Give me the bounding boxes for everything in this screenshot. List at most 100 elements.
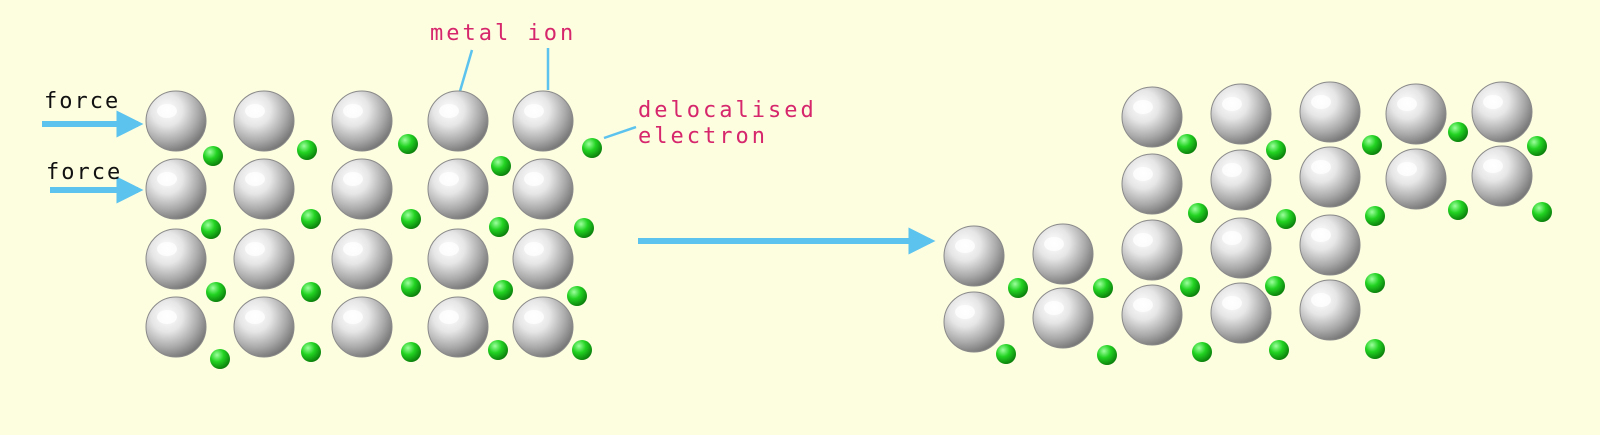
metal-ion-highlight — [157, 242, 177, 256]
metal-ion-highlight — [524, 242, 544, 256]
delocalised-label: delocalised — [638, 98, 817, 123]
metal-ion — [427, 228, 489, 290]
delocalised-electron — [1093, 278, 1113, 298]
metal-ion-highlight — [1311, 95, 1331, 109]
delocalised-electron — [401, 342, 421, 362]
delocalised-electron — [1266, 140, 1286, 160]
delocalised-electron — [582, 138, 602, 158]
metal-ion-highlight — [1483, 159, 1503, 173]
delocalised-electron — [1097, 345, 1117, 365]
metal-ion-highlight — [157, 310, 177, 324]
metal-ion-highlight — [1133, 233, 1153, 247]
lattice-after — [943, 81, 1552, 365]
metal-ion — [1210, 282, 1272, 344]
delocalised-electron — [206, 282, 226, 302]
delocalised-electron — [1448, 200, 1468, 220]
delocalised-electron — [1448, 122, 1468, 142]
delocalised-electron — [1188, 203, 1208, 223]
metal-ion-highlight — [1222, 296, 1242, 310]
metal-ion — [512, 228, 574, 290]
delocalised-electron — [567, 286, 587, 306]
delocalised-electron — [201, 219, 221, 239]
force-label-bottom: force — [46, 160, 122, 185]
delocalised-electron — [301, 209, 321, 229]
force-label-top: force — [44, 89, 120, 114]
delocalised-electron — [572, 340, 592, 360]
metal-ion — [1121, 153, 1183, 215]
electron-pointer — [603, 125, 637, 140]
metal-ion-highlight — [1311, 293, 1331, 307]
delocalised-electron — [1527, 136, 1547, 156]
metal-ion-highlight — [157, 104, 177, 118]
delocalised-electron — [210, 349, 230, 369]
delocalised-electron — [1365, 339, 1385, 359]
metal-ion — [1210, 149, 1272, 211]
metal-ion-highlight — [1222, 231, 1242, 245]
metal-ion — [427, 158, 489, 220]
metal-ion-highlight — [1133, 167, 1153, 181]
metal-ion — [233, 158, 295, 220]
delocalised-electron — [398, 134, 418, 154]
metal-ion-highlight — [245, 242, 265, 256]
metal-ion-highlight — [439, 104, 459, 118]
metal-ion — [1385, 83, 1447, 145]
metal-ion-highlight — [955, 305, 975, 319]
delocalised-electron — [1180, 277, 1200, 297]
metal-ion — [427, 90, 489, 152]
metal-ion-highlight — [245, 172, 265, 186]
metal-ion-highlight — [439, 310, 459, 324]
metal-ion — [145, 296, 207, 358]
metal-ion — [943, 225, 1005, 287]
electron-label: electron — [638, 124, 768, 149]
delocalised-electron — [489, 217, 509, 237]
delocalised-electron — [1269, 340, 1289, 360]
delocalised-electron — [996, 344, 1016, 364]
metal-ion-highlight — [245, 310, 265, 324]
delocalised-electron — [401, 277, 421, 297]
metal-ion-highlight — [524, 172, 544, 186]
metal-ion-highlight — [1222, 97, 1242, 111]
metal-ion-label: metal ion — [430, 21, 576, 46]
metal-ion — [1299, 146, 1361, 208]
metal-ion — [1299, 279, 1361, 341]
metal-ion — [1385, 148, 1447, 210]
delocalised-electron — [1276, 209, 1296, 229]
metal-ion — [512, 296, 574, 358]
metal-ion — [145, 228, 207, 290]
delocalised-electron — [1192, 342, 1212, 362]
metal-ion-highlight — [1133, 298, 1153, 312]
delocalised-electron — [1265, 276, 1285, 296]
metal-ion-highlight — [343, 310, 363, 324]
delocalised-electron — [1365, 206, 1385, 226]
delocalised-electron — [1362, 135, 1382, 155]
metal-ion-highlight — [157, 172, 177, 186]
delocalised-electron — [301, 342, 321, 362]
metal-ion — [1121, 284, 1183, 346]
metal-ion-highlight — [245, 104, 265, 118]
delocalised-electron — [301, 282, 321, 302]
delocalised-electron — [297, 140, 317, 160]
metal-ion — [512, 158, 574, 220]
metal-ion — [1121, 86, 1183, 148]
metal-ion — [1032, 287, 1094, 349]
metal-ion-highlight — [524, 104, 544, 118]
delocalised-electron — [1008, 278, 1028, 298]
metal-ion-highlight — [343, 172, 363, 186]
delocalised-electron — [493, 280, 513, 300]
metal-ion-highlight — [343, 242, 363, 256]
metal-ion — [331, 296, 393, 358]
metal-ion — [1471, 145, 1533, 207]
metal-ion — [1471, 81, 1533, 143]
delocalised-electron — [491, 156, 511, 176]
metal-ion — [233, 228, 295, 290]
metal-ion — [331, 228, 393, 290]
delocalised-electron — [1365, 273, 1385, 293]
metal-ion-highlight — [1044, 237, 1064, 251]
delocalised-electron — [1532, 202, 1552, 222]
metal-ion — [943, 291, 1005, 353]
metal-ion — [145, 158, 207, 220]
metal-ion — [1121, 219, 1183, 281]
delocalised-electron — [1177, 134, 1197, 154]
metal-ion-highlight — [1311, 160, 1331, 174]
